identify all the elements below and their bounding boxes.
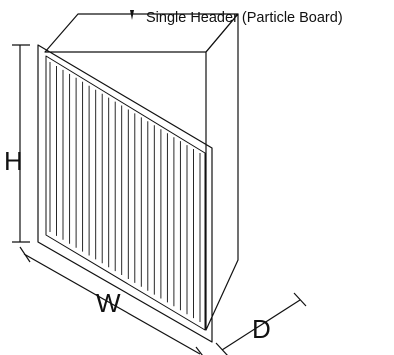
pleated-media	[50, 62, 200, 322]
width-label: W	[96, 288, 121, 318]
box-side-face	[205, 13, 239, 331]
depth-dimension-line	[215, 292, 307, 355]
pointer-icon	[130, 10, 134, 20]
depth-label: D	[252, 314, 271, 344]
height-dimension-line	[12, 44, 30, 243]
header-frame-inner	[45, 55, 206, 331]
width-dimension-line	[19, 246, 203, 355]
height-label: H	[4, 146, 23, 176]
header-frame	[37, 44, 213, 343]
pleat-lines	[49, 62, 201, 322]
header-label: Single Header (Particle Board)	[146, 10, 343, 26]
